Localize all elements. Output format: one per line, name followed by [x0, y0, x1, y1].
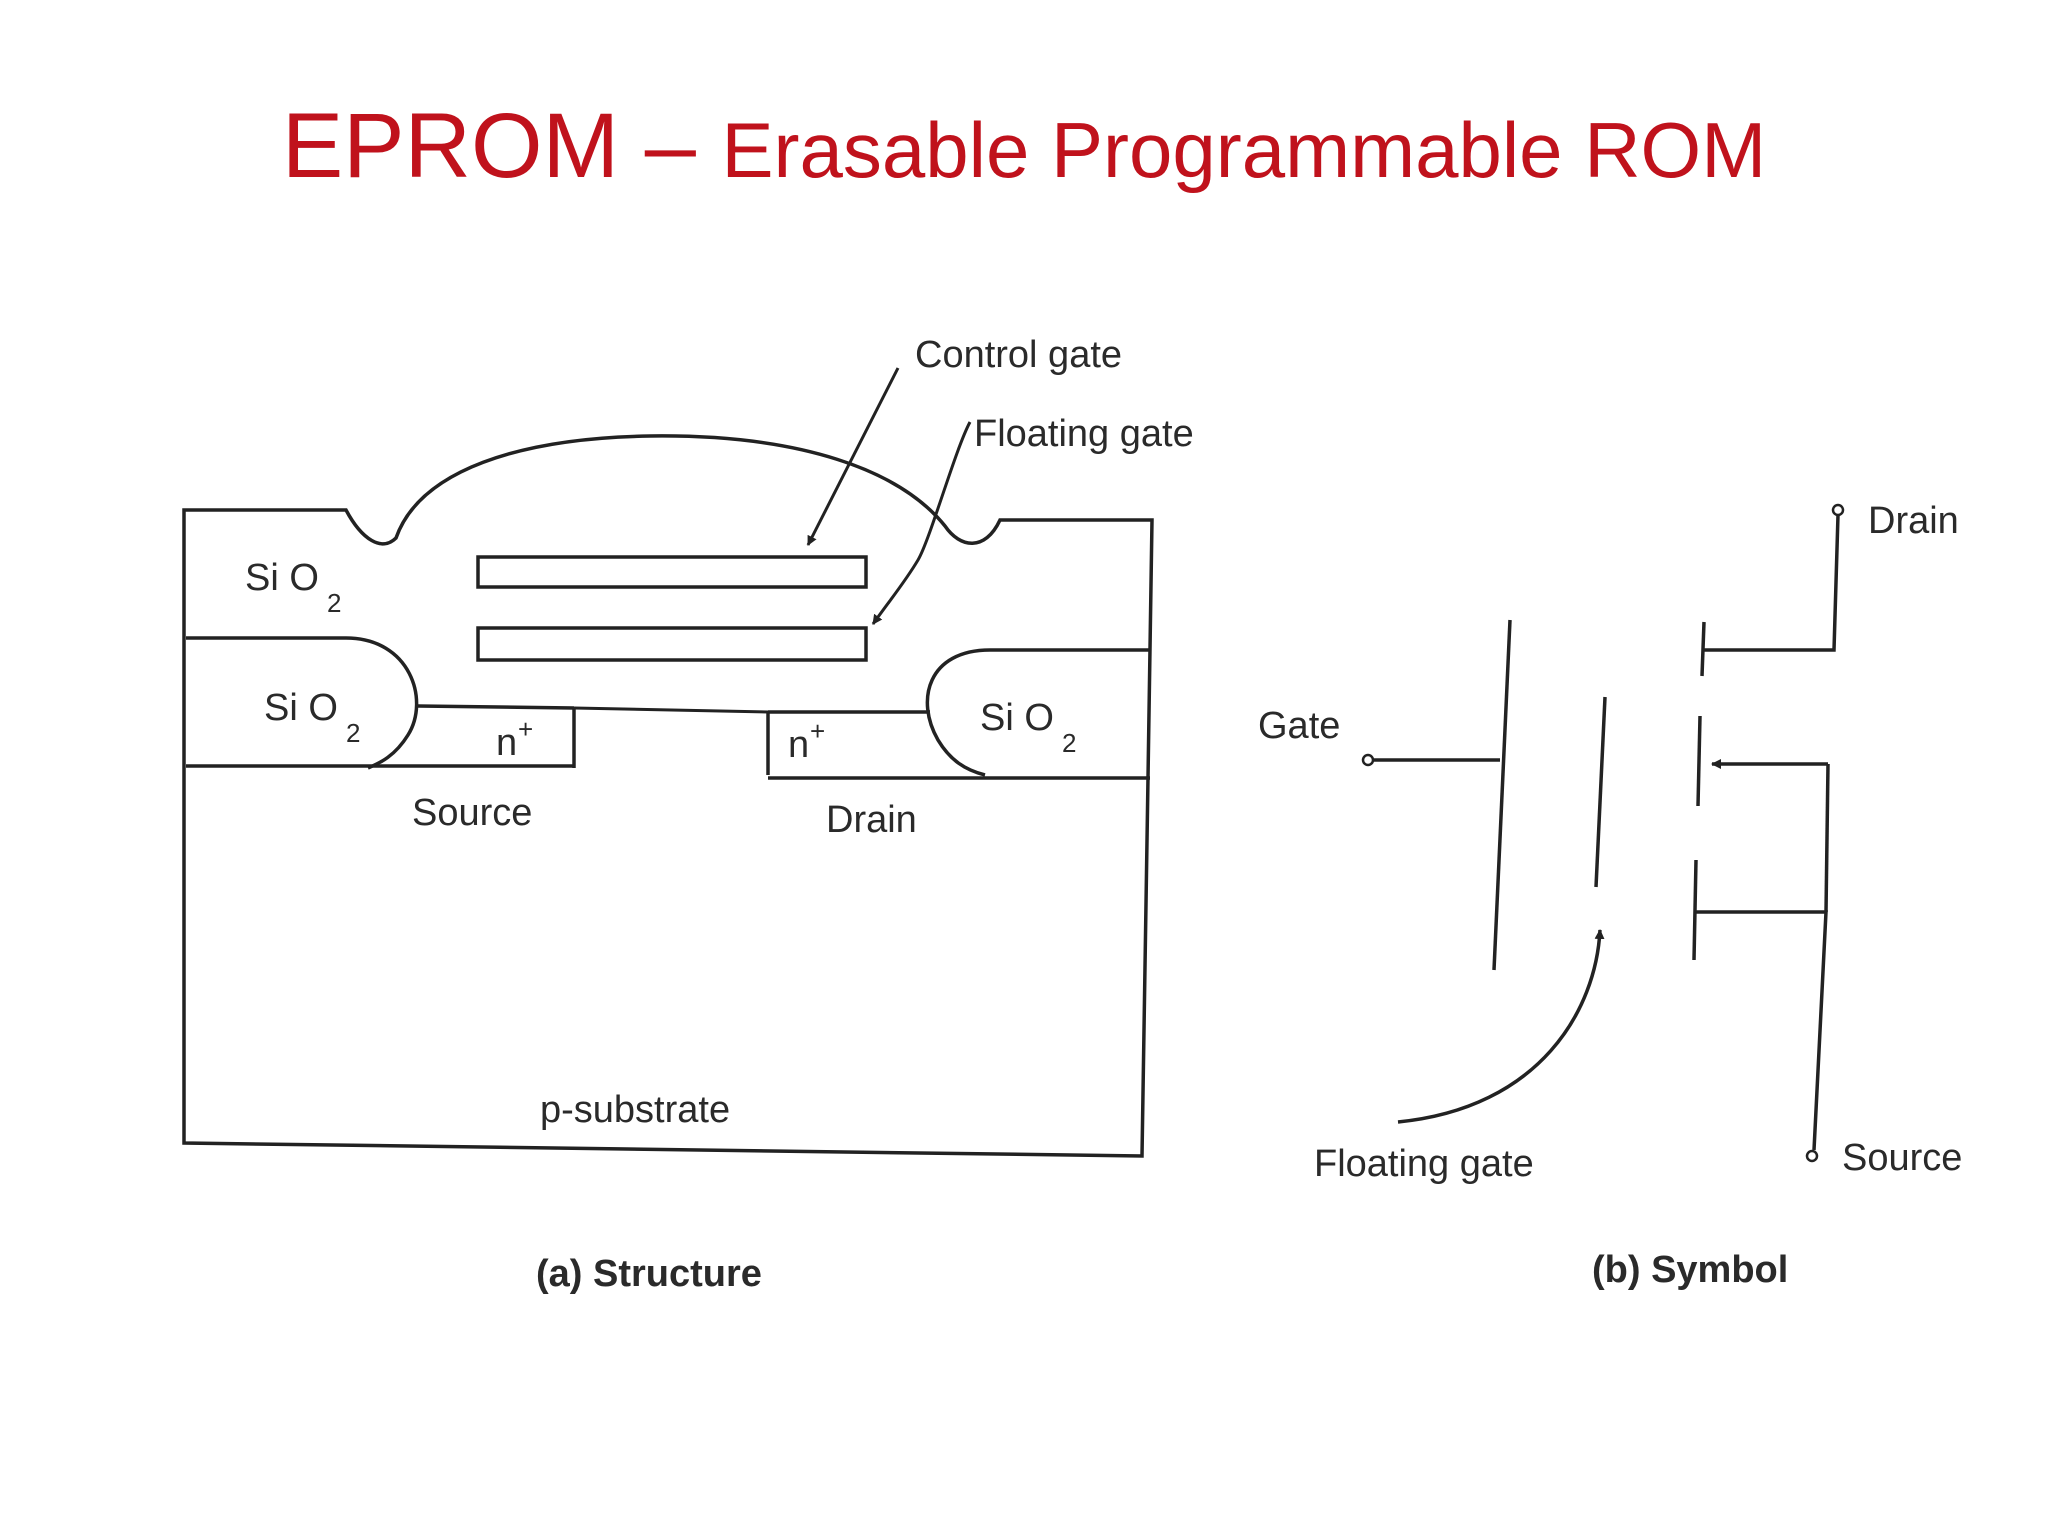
source-terminal [1805, 1149, 1819, 1163]
oxide-top-left-text: Si O [245, 557, 319, 599]
drain-n-plus-label: n + [788, 716, 825, 766]
oxide-mid-right-label: Si O 2 [980, 697, 1076, 758]
drain-terminal [1831, 503, 1845, 517]
floating-gate-arrow [871, 421, 972, 625]
drain-n-superscript: + [810, 716, 825, 746]
oxide-mid-right-text: Si O [980, 697, 1054, 739]
substrate-label: p-substrate [540, 1089, 730, 1131]
source-label: Source [412, 792, 532, 834]
oxide-boundary-right [925, 648, 1150, 777]
control-gate-plate [476, 555, 868, 589]
structure-caption: (a) Structure [536, 1253, 762, 1295]
title-subtitle: Erasable Programmable ROM [721, 106, 1767, 194]
oxide-mid-right-subscript: 2 [1062, 728, 1076, 758]
oxide-mid-left-subscript: 2 [346, 718, 360, 748]
oxide-mid-left-label: Si O 2 [264, 687, 360, 748]
source-connection [1696, 910, 1828, 1151]
oxide-mid-left-text: Si O [264, 687, 338, 729]
symbol-caption: (b) Symbol [1592, 1249, 1788, 1291]
title-separator: – [619, 95, 722, 197]
slide-title: EPROM – Erasable Programmable ROM [0, 100, 2048, 192]
control-gate-arrow [806, 367, 900, 546]
symbol-source-label: Source [1842, 1137, 1962, 1179]
channel-mid-segment [1696, 715, 1702, 807]
drain-n-text: n [788, 724, 809, 766]
channel-source-segment [1692, 859, 1698, 961]
channel-drain-segment [1700, 621, 1706, 677]
title-main: EPROM [281, 95, 620, 197]
symbol-floating-gate-label: Floating gate [1314, 1143, 1534, 1185]
oxide-top-left-label: Si O 2 [245, 557, 341, 618]
symbol-control-gate [1492, 619, 1512, 971]
symbol-floating-gate [1594, 696, 1607, 888]
channel-line [573, 706, 769, 714]
source-n-plus-label: n + [496, 714, 533, 764]
drain-connection [1704, 514, 1840, 652]
source-n-text: n [496, 722, 517, 764]
gate-terminal [1361, 753, 1375, 767]
oxide-outline [182, 434, 1154, 1158]
control-gate-label: Control gate [915, 334, 1122, 376]
structure-diagram: Control gate Floating gate Si O 2 Si O 2… [182, 334, 1194, 1295]
substrate-to-source [1824, 763, 1830, 913]
symbol-gate-label: Gate [1258, 705, 1340, 747]
floating-gate-plate [476, 626, 868, 662]
symbol-drain-label: Drain [1868, 500, 1959, 542]
floating-gate-pointer [1397, 929, 1605, 1124]
drain-label: Drain [826, 799, 917, 841]
oxide-top-left-subscript: 2 [327, 588, 341, 618]
source-n-superscript: + [518, 714, 533, 744]
symbol-diagram: Drain Gate Source Floating gate (b) Symb… [1258, 500, 1962, 1291]
oxide-boundary-left [186, 636, 419, 770]
gate-oxide-line [417, 704, 930, 714]
floating-gate-label: Floating gate [974, 413, 1194, 455]
